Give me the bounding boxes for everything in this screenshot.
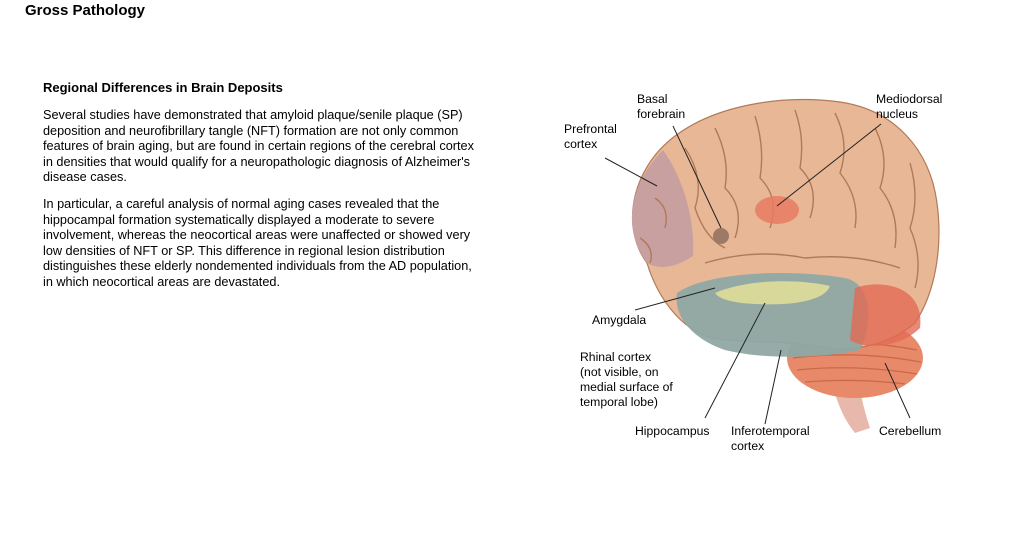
- label-inferotemporal-cortex: Inferotemporal cortex: [731, 424, 810, 453]
- section-heading: Regional Differences in Brain Deposits: [43, 80, 283, 95]
- occipital-region: [850, 284, 921, 346]
- brain-figure: Basal forebrain Mediodorsal nucleus Pref…: [555, 88, 975, 468]
- mediodorsal-region: [755, 196, 799, 224]
- brain-illustration: [604, 98, 940, 433]
- label-prefrontal-cortex: Prefrontal cortex: [564, 122, 617, 151]
- label-basal-forebrain: Basal forebrain: [637, 92, 686, 121]
- paragraph-2: In particular, a careful analysis of nor…: [43, 196, 472, 289]
- paragraph-1: Several studies have demonstrated that a…: [43, 108, 474, 185]
- prefrontal-region: [631, 150, 694, 268]
- label-amygdala: Amygdala: [592, 313, 647, 327]
- leader-lines: [604, 123, 911, 425]
- label-rhinal-cortex: Rhinal cortex (not visible, on medial su…: [580, 350, 673, 409]
- content-section: Regional Differences in Brain Deposits S…: [43, 80, 483, 302]
- label-cerebellum: Cerebellum: [879, 424, 942, 438]
- label-mediodorsal-nucleus: Mediodorsal nucleus: [876, 92, 943, 121]
- basal-forebrain-region: [713, 228, 729, 244]
- page-title: Gross Pathology: [25, 2, 146, 19]
- hippocampus-region: [715, 281, 830, 305]
- label-hippocampus: Hippocampus: [635, 424, 710, 438]
